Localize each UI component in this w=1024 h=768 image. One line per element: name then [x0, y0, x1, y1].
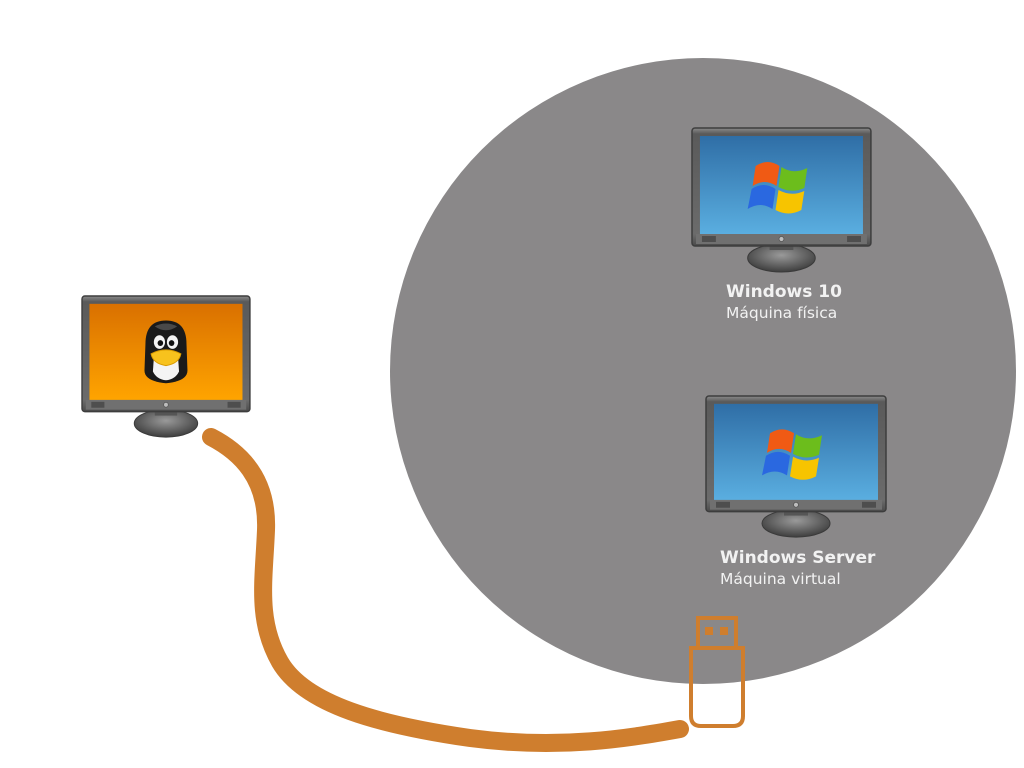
windows10-subtitle: Máquina física — [726, 304, 837, 322]
windows-server-subtitle: Máquina virtual — [720, 570, 841, 588]
windows10-monitor[interactable] — [691, 127, 872, 273]
tux-penguin-icon — [144, 320, 188, 384]
usb-flash-drive-icon[interactable] — [689, 616, 745, 728]
windows-server-monitor[interactable] — [705, 395, 887, 538]
linux-monitor[interactable] — [81, 295, 251, 438]
windows-server-title: Windows Server — [720, 548, 876, 568]
usb-cable — [202, 428, 689, 752]
windows10-title: Windows 10 — [726, 282, 842, 302]
